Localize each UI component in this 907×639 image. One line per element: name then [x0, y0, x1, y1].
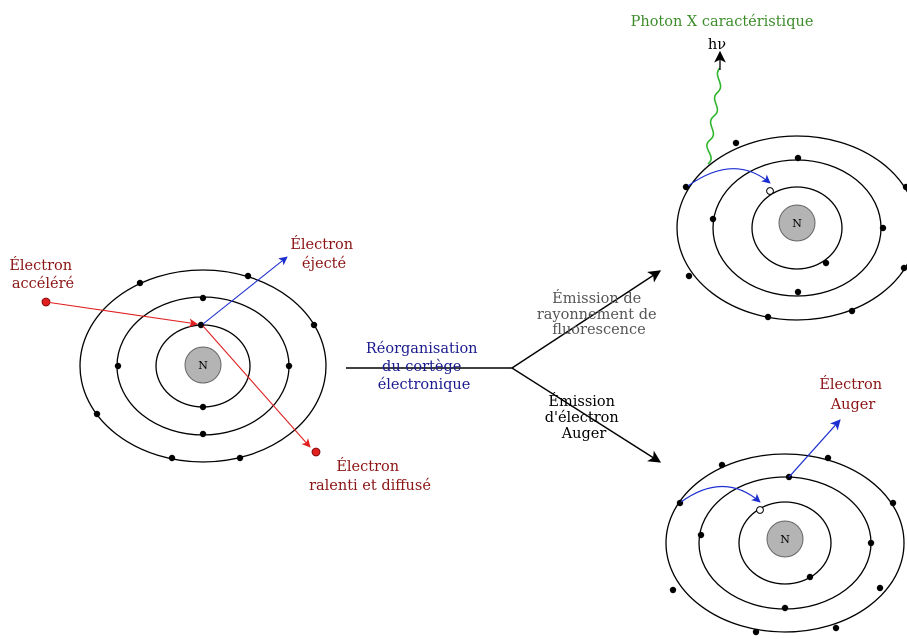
electron [199, 403, 207, 411]
electron [900, 264, 907, 272]
outer-shell [676, 135, 907, 321]
nucleus-label: N [198, 359, 208, 372]
electron [685, 272, 693, 280]
electron [93, 410, 101, 418]
electron-vacancy [766, 187, 774, 195]
electron [697, 531, 705, 539]
electron [709, 215, 717, 223]
incoming-trajectory [45, 301, 198, 328]
branch: Réorganisation du cortège électronique É… [346, 270, 662, 463]
electron [752, 628, 760, 636]
electron-vacancy [756, 506, 764, 514]
electron [197, 321, 205, 329]
electron [794, 154, 802, 162]
nucleus [766, 520, 804, 558]
electron [114, 362, 122, 370]
electron [732, 139, 740, 147]
electron [682, 183, 690, 191]
left-atom: N Électron accéléré [9, 235, 431, 494]
electron [136, 279, 144, 287]
top-right-atom: N Photon X caractéristique hν [631, 14, 907, 321]
auger-electron-label: Électron Auger [819, 375, 886, 413]
nucleus-label: N [780, 533, 790, 546]
scattered-trajectory [202, 325, 311, 448]
inner-shell [738, 501, 832, 585]
auger-ejection-arrow [788, 419, 841, 478]
nucleus [184, 346, 222, 384]
photon-label: Photon X caractéristique [631, 14, 814, 30]
electron [794, 288, 802, 296]
photon-wave [706, 67, 722, 165]
electron [889, 499, 897, 507]
fluorescence-label: Émission de rayonnement de fluorescence [537, 289, 661, 338]
outer-shell [665, 453, 905, 633]
electrons [93, 272, 318, 462]
electron [867, 539, 875, 547]
scattered-label: Électron ralenti et diffusé [309, 457, 431, 494]
electron [832, 624, 840, 632]
electron [806, 573, 814, 581]
outer-shell [79, 269, 327, 463]
auger-emission-label: Émission d'électron Auger [545, 392, 624, 442]
electron [236, 454, 244, 462]
electron [168, 454, 176, 462]
electrons [682, 139, 907, 321]
electron [310, 321, 318, 329]
electron [876, 584, 884, 592]
ejected-label: Électron éjecté [290, 235, 357, 272]
bottom-right-atom: N Électron Auger [665, 375, 905, 636]
photon-symbol: hν [708, 37, 726, 53]
electron [822, 259, 830, 267]
nucleus [778, 204, 816, 242]
electron [199, 430, 207, 438]
electron [848, 307, 856, 315]
transition-arrow [680, 485, 761, 503]
electron [902, 183, 907, 191]
electron [718, 461, 726, 469]
electron [764, 313, 772, 321]
scattered-electron [311, 447, 321, 457]
fluorescence-arrow [511, 270, 662, 369]
ejected-trajectory [202, 256, 288, 325]
electrons [669, 454, 897, 636]
reorganisation-label: Réorganisation du cortège électronique [366, 341, 482, 393]
electron [824, 454, 832, 462]
electron [669, 586, 677, 594]
electron [244, 272, 252, 280]
electron [199, 294, 207, 302]
incoming-label: Électron accéléré [9, 256, 76, 292]
electron [879, 224, 887, 232]
auger-arrow [511, 367, 662, 463]
nucleus-label: N [792, 217, 802, 230]
inner-shell [751, 186, 843, 270]
transition-arrow [687, 168, 771, 187]
electron [781, 604, 789, 612]
electron [285, 362, 293, 370]
